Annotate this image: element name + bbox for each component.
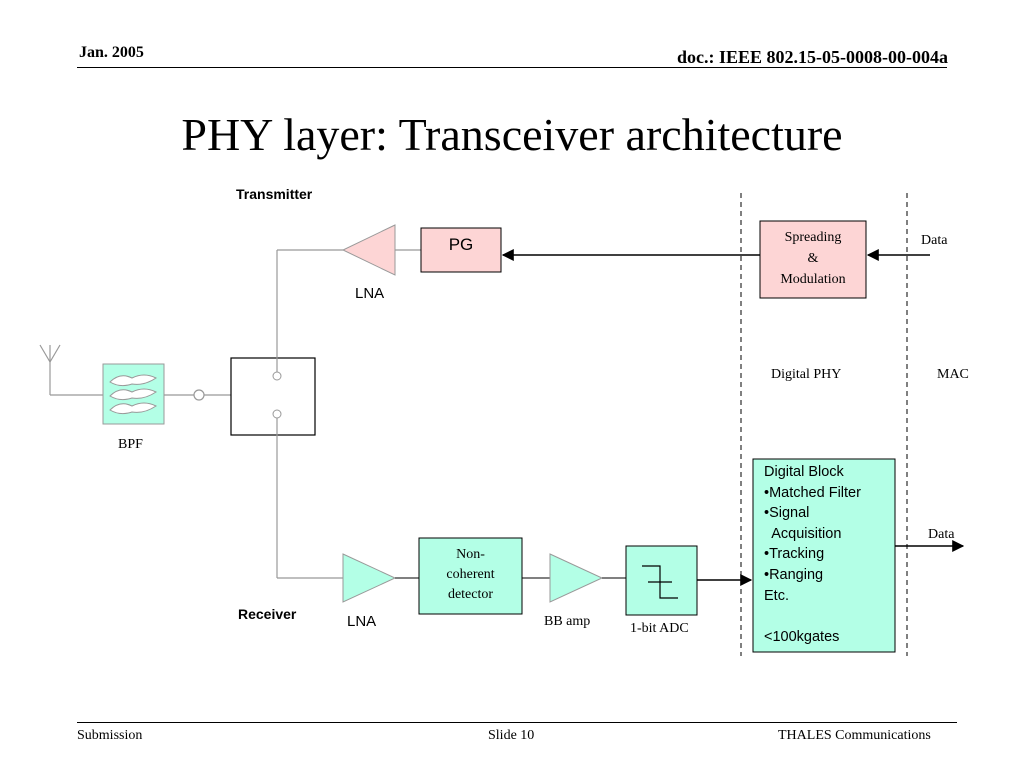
bpf-block — [102, 363, 165, 425]
slide-title: PHY layer: Transceiver architecture — [181, 109, 843, 160]
receiver-label: Receiver — [238, 606, 297, 622]
header-rule — [77, 67, 947, 68]
transmitter-label: Transmitter — [236, 186, 313, 202]
digital-block-line: Etc. — [764, 587, 789, 604]
digital-block — [752, 458, 896, 653]
mac-label: MAC — [937, 367, 969, 382]
digital-block-line — [764, 606, 892, 627]
footer-rule — [77, 722, 957, 723]
bb-amp-triangle — [549, 553, 604, 603]
spreading-line-3: Modulation — [780, 272, 846, 287]
spreading-line-1: Spreading — [784, 230, 842, 245]
data-in-label: Data — [921, 233, 948, 248]
adc-block — [625, 545, 698, 616]
bb-amp-label: BB amp — [544, 614, 591, 629]
antenna-icon — [39, 344, 103, 396]
rx-lna-label: LNA — [347, 613, 377, 630]
tx-lna-label: LNA — [355, 285, 385, 302]
tx-lna-triangle — [341, 224, 396, 276]
detector-line-3: detector — [447, 587, 494, 602]
footer-submission: Submission — [77, 728, 143, 743]
footer-company: THALES Communications — [778, 728, 931, 743]
pg-label: PG — [448, 235, 474, 254]
digital-phy-label: Digital PHY — [771, 367, 842, 382]
connector-node — [193, 389, 205, 401]
bpf-label: BPF — [118, 437, 143, 452]
digital-block-line: •Tracking — [764, 546, 825, 563]
detector-text: Non- coherent detector — [419, 545, 522, 605]
detector-line-1: Non- — [456, 547, 485, 562]
spreading-text: Spreading & Modulation — [760, 227, 866, 290]
digital-block-line: Digital Block — [764, 464, 844, 480]
digital-block-text: Digital Block •Matched Filter •Signal Acqu… — [764, 462, 892, 647]
footer-slide-number: Slide 10 — [488, 728, 535, 743]
digital-block-line: •Ranging — [764, 566, 824, 583]
digital-block-line: <100kgates — [764, 628, 840, 645]
header-date: Jan. 2005 — [79, 44, 144, 61]
rx-lna-triangle — [342, 553, 397, 603]
spreading-block — [759, 220, 867, 299]
digital-block-line: Acquisition — [764, 525, 842, 542]
tr-switch — [230, 357, 316, 436]
spreading-line-2: & — [807, 251, 819, 266]
digital-block-line: •Signal — [764, 505, 810, 522]
data-out-label: Data — [928, 527, 955, 542]
header-doc-id: doc.: IEEE 802.15-05-0008-00-004a — [677, 47, 948, 67]
detector-block — [418, 537, 523, 615]
adc-label: 1-bit ADC — [630, 621, 689, 636]
detector-line-2: coherent — [446, 567, 495, 582]
digital-block-line: •Matched Filter — [764, 484, 861, 501]
pg-block — [420, 227, 502, 273]
